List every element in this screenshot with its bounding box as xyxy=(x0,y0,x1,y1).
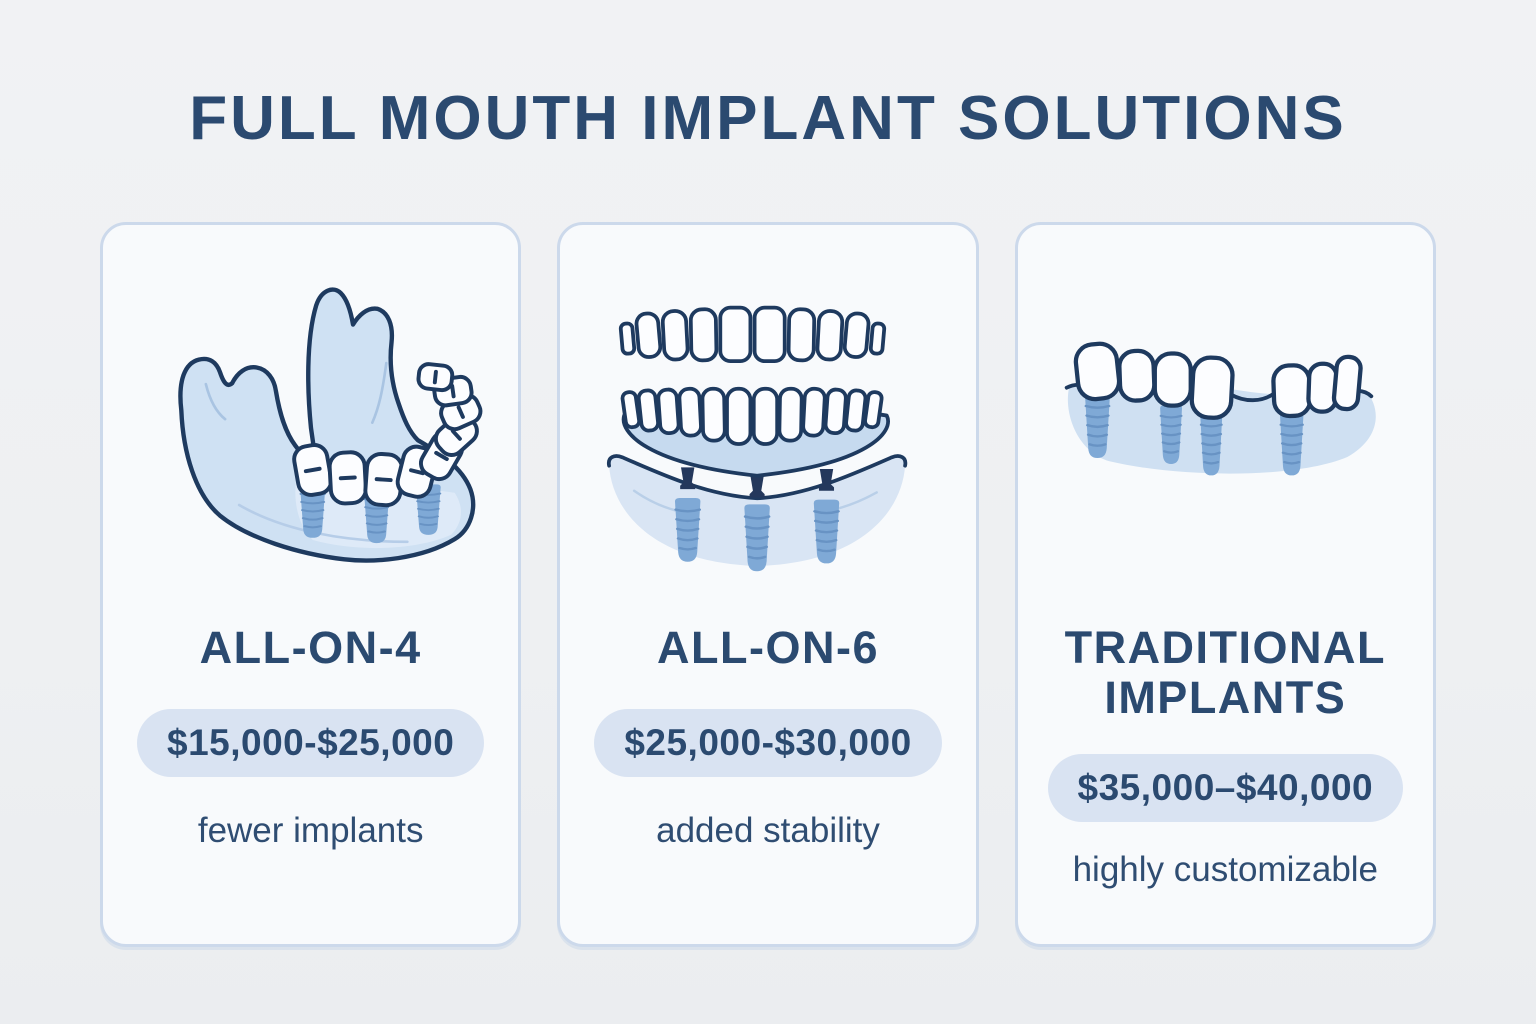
all-on-6-illustration xyxy=(578,249,957,607)
card-note: fewer implants xyxy=(197,811,424,851)
bridge-implants-icon xyxy=(1065,341,1377,477)
cards-row: ALL-ON-4 $15,000-$25,000 fewer implants xyxy=(0,222,1536,947)
all-on-4-illustration xyxy=(121,249,500,607)
card-note: added stability xyxy=(656,811,880,851)
card-traditional-implants: TRADITIONAL IMPLANTS $35,000–$40,000 hig… xyxy=(1014,222,1436,947)
card-title: TRADITIONAL IMPLANTS xyxy=(1064,622,1387,724)
card-title: ALL-ON-6 xyxy=(657,622,879,673)
card-all-on-4: ALL-ON-4 $15,000-$25,000 fewer implants xyxy=(100,222,522,947)
price-badge: $25,000-$30,000 xyxy=(594,709,942,778)
jaw-implants-icon xyxy=(177,287,483,563)
page-title: FULL MOUTH IMPLANT SOLUTIONS xyxy=(189,84,1347,153)
price-badge: $15,000-$25,000 xyxy=(137,709,485,778)
dentures-implants-icon xyxy=(606,305,908,573)
price-badge: $35,000–$40,000 xyxy=(1047,753,1404,822)
card-title: ALL-ON-4 xyxy=(199,622,422,673)
card-all-on-6: ALL-ON-6 $25,000-$30,000 added stability xyxy=(557,222,979,947)
card-note: highly customizable xyxy=(1072,849,1379,889)
traditional-implants-illustration xyxy=(1036,249,1415,607)
